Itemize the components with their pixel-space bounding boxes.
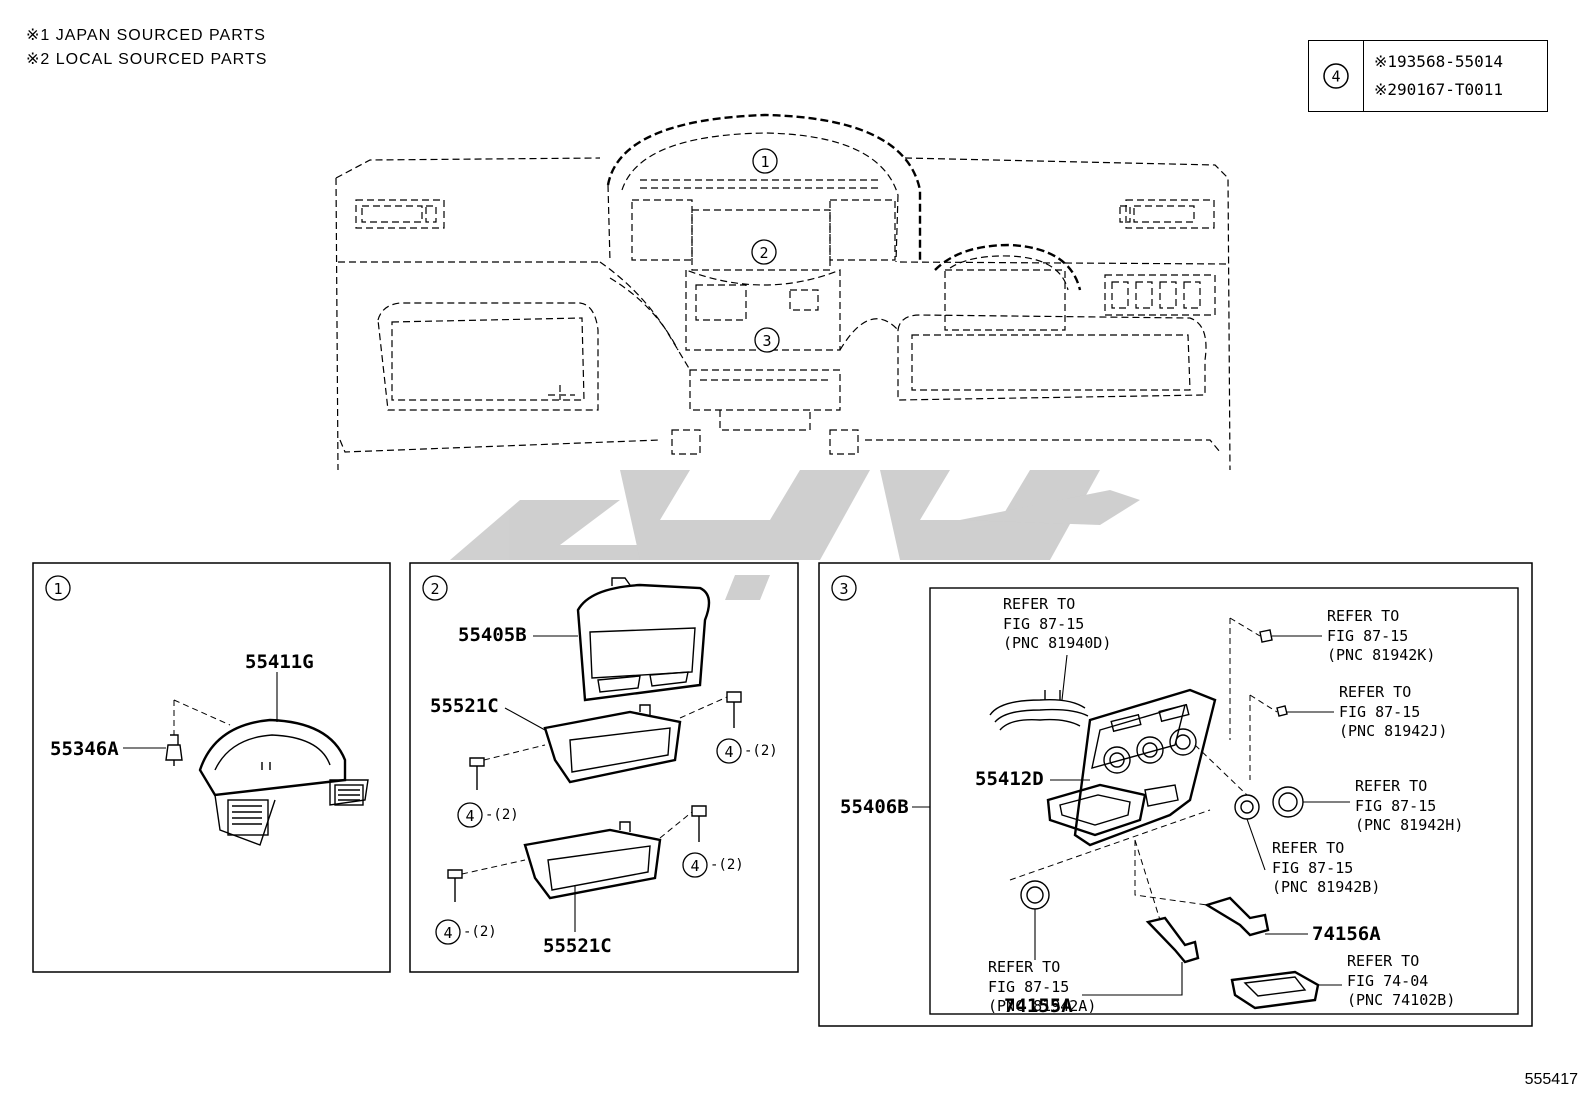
ref-74102B[interactable]: REFER TO FIG 74-04 (PNC 74102B) bbox=[1347, 952, 1455, 1009]
ref-74102B-line1: REFER TO bbox=[1347, 952, 1419, 970]
panel-3-callout-icon bbox=[831, 575, 857, 601]
ref-81940D-line1: REFER TO bbox=[1003, 595, 1075, 613]
dashboard-overview: 1 2 3 bbox=[335, 113, 1231, 471]
ref-81942H-line3: (PNC 81942H) bbox=[1355, 816, 1463, 834]
ref-81942K[interactable]: REFER TO FIG 87-15 (PNC 81942K) bbox=[1327, 607, 1435, 664]
detail-panel-3: 3 55406B bbox=[818, 562, 1533, 1027]
legend-key-text: 4 bbox=[1331, 68, 1340, 86]
panel-1-callout: 1 bbox=[53, 580, 62, 598]
ref-81942J[interactable]: REFER TO FIG 87-15 (PNC 81942J) bbox=[1339, 683, 1447, 740]
panel-2-screw-callout-a-icon[interactable] bbox=[716, 738, 742, 764]
panel-2-screw-callout-d-icon[interactable] bbox=[435, 919, 461, 945]
panel-2-callout: 2 bbox=[430, 580, 439, 598]
part-74155A-label[interactable]: 74155A bbox=[1004, 995, 1073, 1017]
legend-values: ※193568-55014 ※290167-T0011 bbox=[1364, 41, 1547, 111]
ref-81942J-line1: REFER TO bbox=[1339, 683, 1411, 701]
panel-2-screw-callout-b-icon[interactable] bbox=[457, 802, 483, 828]
ref-81942B-line2: FIG 87-15 bbox=[1272, 859, 1353, 877]
panel-2-screw-callout-a: 4 bbox=[724, 743, 733, 761]
ref-81942B[interactable]: REFER TO FIG 87-15 (PNC 81942B) bbox=[1272, 839, 1380, 896]
watermark-logo bbox=[450, 470, 1140, 600]
panel-2-screw-callout-d: 4 bbox=[443, 924, 452, 942]
ref-81940D[interactable]: REFER TO FIG 87-15 (PNC 81940D) bbox=[1003, 595, 1111, 652]
ref-81942A-line1: REFER TO bbox=[988, 958, 1060, 976]
overview-callout-2: 2 bbox=[759, 244, 768, 262]
note-local-sourced: ※2 LOCAL SOURCED PARTS bbox=[26, 51, 268, 68]
ref-81940D-line3: (PNC 81940D) bbox=[1003, 634, 1111, 652]
overview-callout-3-icon bbox=[754, 327, 780, 353]
ref-81942K-line1: REFER TO bbox=[1327, 607, 1399, 625]
panel-3-callout: 3 bbox=[839, 580, 848, 598]
panel-1-callout-icon bbox=[45, 575, 71, 601]
overview-callout-1-icon bbox=[752, 148, 778, 174]
ref-81942B-line1: REFER TO bbox=[1272, 839, 1344, 857]
part-55406B-label[interactable]: 55406B bbox=[840, 796, 909, 818]
panel-2-screw-qty-d: -(2) bbox=[463, 924, 497, 940]
panel-2-screw-qty-c: -(2) bbox=[710, 857, 744, 873]
ref-81942A[interactable]: REFER TO FIG 87-15 (PNC 81942A) bbox=[988, 958, 1096, 1015]
overview-callout-1: 1 bbox=[760, 153, 769, 171]
part-74156A-label[interactable]: 74156A bbox=[1312, 923, 1381, 945]
part-55405B-label[interactable]: 55405B bbox=[458, 624, 527, 646]
panel-2-screw-callout-b: 4 bbox=[465, 807, 474, 825]
part-55521C-upper-label[interactable]: 55521C bbox=[430, 695, 499, 717]
overview-callout-2-icon bbox=[751, 239, 777, 265]
callout-4-circle-icon: 4 bbox=[1323, 63, 1349, 89]
note-japan-sourced: ※1 JAPAN SOURCED PARTS bbox=[26, 27, 266, 44]
ref-81942J-line3: (PNC 81942J) bbox=[1339, 722, 1447, 740]
ref-81942H-line1: REFER TO bbox=[1355, 777, 1427, 795]
ref-81942J-line2: FIG 87-15 bbox=[1339, 703, 1420, 721]
panel-2-screw-qty-a: -(2) bbox=[744, 743, 778, 759]
part-55411G-label[interactable]: 55411G bbox=[245, 651, 314, 673]
legend-key-cell: 4 bbox=[1309, 41, 1364, 111]
panel-2-screw-callout-c: 4 bbox=[690, 857, 699, 875]
part-55521C-lower-label[interactable]: 55521C bbox=[543, 935, 612, 957]
diagram-id: 555417 bbox=[1524, 1071, 1578, 1088]
ref-81940D-line2: FIG 87-15 bbox=[1003, 615, 1084, 633]
ref-81942K-line3: (PNC 81942K) bbox=[1327, 646, 1435, 664]
ref-74102B-line3: (PNC 74102B) bbox=[1347, 991, 1455, 1009]
legend-table: 4 ※193568-55014 ※290167-T0011 bbox=[1308, 40, 1548, 112]
panel-2-screw-qty-b: -(2) bbox=[485, 807, 519, 823]
panel-2-callout-icon bbox=[422, 575, 448, 601]
part-55412D-label[interactable]: 55412D bbox=[975, 768, 1044, 790]
detail-panel-2: 2 55405B 55521C 55521C bbox=[409, 562, 799, 973]
detail-panel-1: 1 55411G 55346A bbox=[32, 562, 391, 973]
ref-81942A-line3: (PNC 81942A) bbox=[988, 997, 1096, 1015]
ref-81942K-line2: FIG 87-15 bbox=[1327, 627, 1408, 645]
ref-81942A-line2: FIG 87-15 bbox=[988, 978, 1069, 996]
legend-value-local: ※290167-T0011 bbox=[1374, 80, 1503, 99]
ref-74102B-line2: FIG 74-04 bbox=[1347, 972, 1428, 990]
panel-2-screw-callout-c-icon[interactable] bbox=[682, 852, 708, 878]
ref-81942B-line3: (PNC 81942B) bbox=[1272, 878, 1380, 896]
ref-81942H-line2: FIG 87-15 bbox=[1355, 797, 1436, 815]
part-55346A-label[interactable]: 55346A bbox=[50, 738, 119, 760]
overview-callout-3: 3 bbox=[762, 332, 771, 350]
legend-value-japan: ※193568-55014 bbox=[1374, 52, 1503, 71]
ref-81942H[interactable]: REFER TO FIG 87-15 (PNC 81942H) bbox=[1355, 777, 1463, 834]
